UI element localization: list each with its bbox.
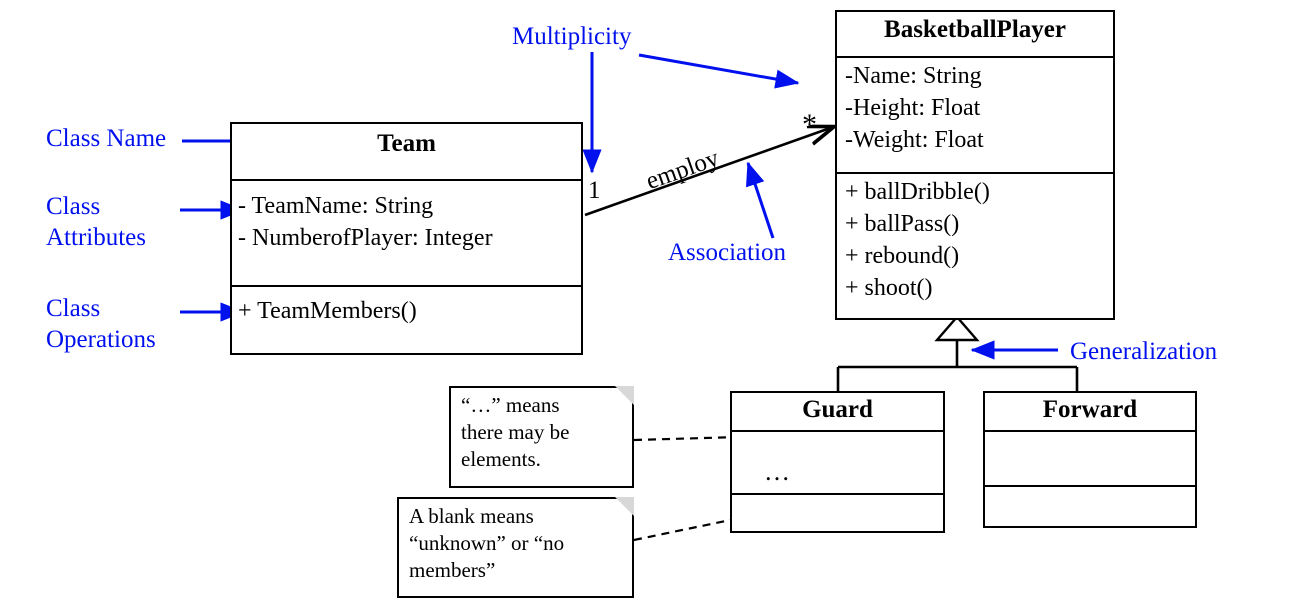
class-attributes-forward	[985, 430, 1195, 485]
attribute-row: - NumberofPlayer: Integer	[238, 224, 493, 251]
annotation-label-class-operations: Class Operations	[46, 295, 156, 353]
note-text: A blank means “unknown” or “no members”	[409, 504, 565, 582]
operation-row: + TeamMembers()	[238, 298, 417, 324]
note-blank-meaning[interactable]: A blank means “unknown” or “no members”	[397, 497, 634, 598]
note-fold-corner-icon	[615, 386, 634, 405]
annotation-label-generalization: Generalization	[1070, 338, 1218, 365]
class-operations-guard	[732, 493, 943, 533]
operation-row: + ballPass()	[845, 210, 960, 237]
class-box-basketball-player[interactable]: BasketballPlayer -Name: String -Height: …	[835, 10, 1115, 320]
annotation-label-class-attributes: Class Attributes	[46, 193, 146, 251]
note-text: “…” means there may be elements.	[461, 393, 570, 471]
class-box-guard[interactable]: Guard …	[730, 391, 945, 533]
class-attributes-basketball-player: -Name: String -Height: Float -Weight: Fl…	[837, 56, 1113, 172]
note-fold-corner-icon	[615, 497, 634, 516]
annotation-arrow-multiplicity-star	[638, 53, 800, 89]
generalization-connector	[836, 315, 1079, 391]
note-leader-blank	[633, 516, 741, 542]
annotation-label-association: Association	[668, 239, 787, 266]
class-attributes-guard: …	[732, 430, 943, 493]
multiplicity-source-one: 1	[588, 177, 601, 204]
attribute-row: …	[764, 457, 795, 486]
attribute-row: - TeamName: String	[238, 193, 434, 219]
note-ellipsis-meaning[interactable]: “…” means there may be elements.	[449, 386, 634, 488]
operation-row: + shoot()	[845, 274, 933, 301]
operation-row: + ballDribble()	[845, 179, 990, 205]
class-title-team: Team	[377, 130, 436, 157]
attribute-row: -Name: String	[845, 63, 982, 89]
class-box-forward[interactable]: Forward	[983, 391, 1197, 528]
class-operations-team: + TeamMembers()	[232, 285, 581, 357]
note-leader-ellipsis	[633, 435, 741, 442]
annotation-label-class-name: Class Name	[46, 125, 167, 152]
multiplicity-target-star: *	[802, 108, 817, 141]
attribute-row: -Height: Float	[845, 94, 981, 121]
operation-row: + rebound()	[845, 242, 960, 269]
association-label-employ: employ	[642, 144, 723, 196]
class-operations-forward	[985, 485, 1195, 527]
attribute-row: -Weight: Float	[845, 126, 984, 153]
class-operations-basketball-player: + ballDribble() + ballPass() + rebound()…	[837, 172, 1113, 322]
annotation-label-multiplicity: Multiplicity	[512, 23, 632, 50]
class-title-forward: Forward	[1042, 396, 1138, 423]
annotation-arrow-association	[746, 161, 775, 239]
class-title-guard: Guard	[802, 396, 873, 423]
class-title-basketball-player: BasketballPlayer	[884, 16, 1066, 43]
class-attributes-team: - TeamName: String - NumberofPlayer: Int…	[232, 179, 581, 285]
class-box-team[interactable]: Team - TeamName: String - NumberofPlayer…	[230, 122, 583, 355]
